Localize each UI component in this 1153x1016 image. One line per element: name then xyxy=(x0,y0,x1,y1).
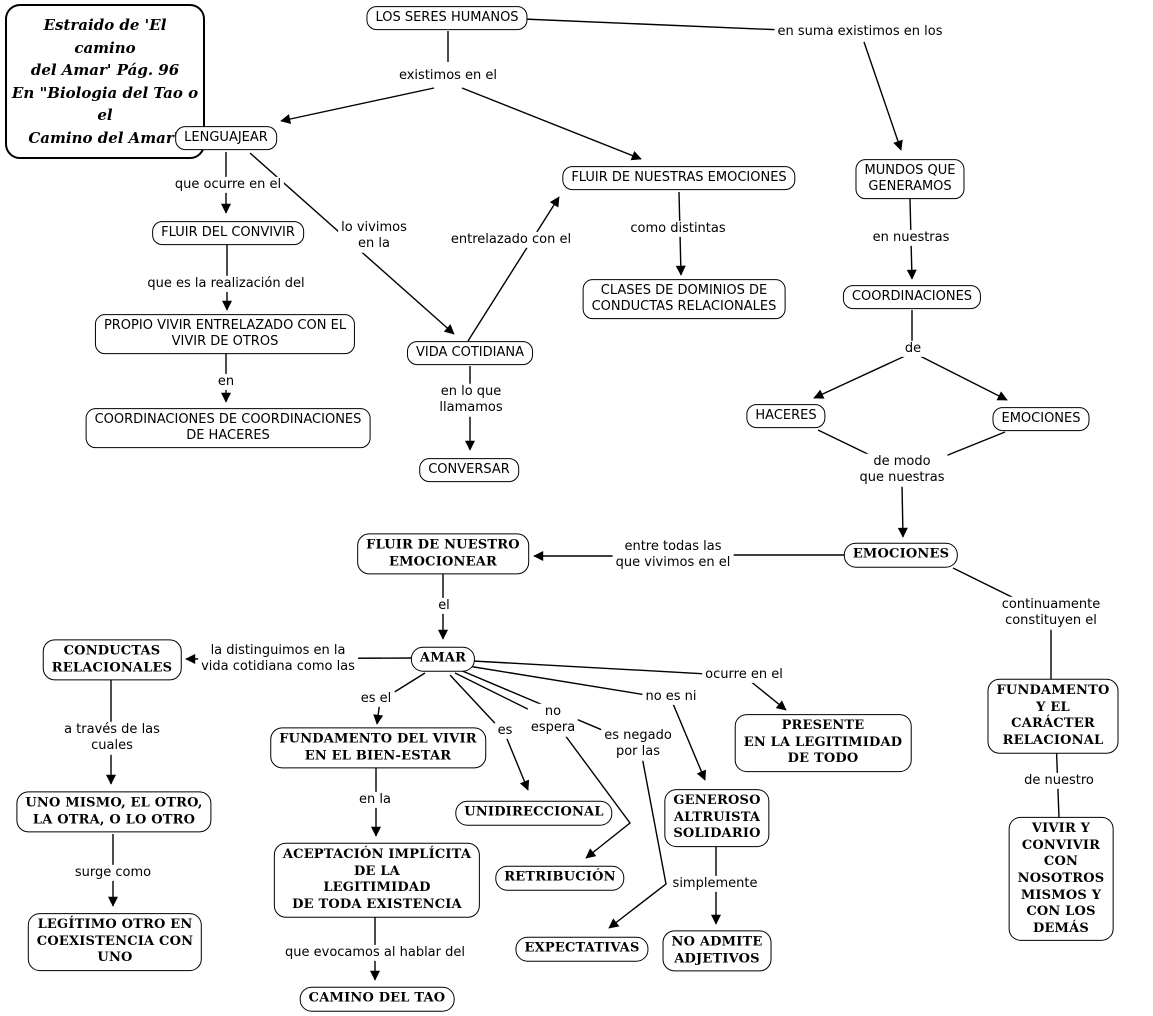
link-label-en-nuestras[interactable]: en nuestras xyxy=(869,229,953,247)
link-label-en-suma[interactable]: en suma existimos en los xyxy=(774,23,946,41)
concept-los-seres-humanos[interactable]: LOS SERES HUMANOS xyxy=(366,6,528,30)
concept-fluir-del-convivir[interactable]: FLUIR DEL CONVIVIR xyxy=(152,221,304,245)
concept-lenguajear[interactable]: LENGUAJEAR xyxy=(175,126,277,150)
connector-existimos-fluiremociones xyxy=(461,87,642,161)
link-label-es-1[interactable]: es xyxy=(494,722,516,740)
concept-coordinaciones[interactable]: COORDINACIONES xyxy=(842,285,982,309)
link-label-es-negado[interactable]: es negado por las xyxy=(601,727,675,761)
concept-coordinaciones-de-coordinaciones[interactable]: COORDINACIONES DE COORDINACIONES DE HACE… xyxy=(85,408,371,448)
concept-fluir-de-nuestro-emocionear[interactable]: FLUIR DE NUESTRO EMOCIONEAR xyxy=(357,533,529,575)
concept-emociones-2[interactable]: EMOCIONES xyxy=(843,542,959,568)
concept-emociones[interactable]: EMOCIONES xyxy=(992,407,1090,431)
link-label-que-es-la[interactable]: que es la realización del xyxy=(144,275,308,293)
link-label-lo-vivimos[interactable]: lo vivimos en la xyxy=(338,219,410,253)
link-label-continuamente[interactable]: continuamente constituyen el xyxy=(998,596,1104,630)
concept-fluir-de-nuestras-emociones[interactable]: FLUIR DE NUESTRAS EMOCIONES xyxy=(562,166,796,190)
link-label-no-espera[interactable]: no espera xyxy=(527,703,579,737)
concept-aceptacion-implicita[interactable]: ACEPTACIÓN IMPLÍCITA DE LA LEGITIMIDAD D… xyxy=(273,842,481,918)
link-label-surge-como[interactable]: surge como xyxy=(71,864,155,882)
concept-no-admite-adjetivos[interactable]: NO ADMITE ADJETIVOS xyxy=(662,930,772,972)
link-label-ocurre-en-el[interactable]: ocurre en el xyxy=(702,666,786,684)
link-label-que-ocurre[interactable]: que ocurre en el xyxy=(171,176,285,194)
link-label-en-la[interactable]: en la xyxy=(356,791,394,809)
link-label-que-evocamos[interactable]: que evocamos al hablar del xyxy=(282,944,468,962)
connector-vidacotidiana-fluiremociones xyxy=(467,196,560,342)
connector-emociones-demodo xyxy=(937,431,1006,460)
concept-vivir-y-convivir[interactable]: VIVIR Y CONVIVIR CON NOSOTROS MISMOS Y C… xyxy=(1008,816,1114,942)
concept-expectativas[interactable]: EXPECTATIVAS xyxy=(515,936,649,962)
concept-fundamento-del-vivir[interactable]: FUNDAMENTO DEL VIVIR EN EL BIEN-ESTAR xyxy=(270,727,486,769)
link-label-es-el[interactable]: es el xyxy=(357,690,395,708)
link-label-entre-todas[interactable]: entre todas las que vivimos en el xyxy=(612,538,734,572)
connector-de-emociones xyxy=(919,355,1008,401)
concept-fundamento-y-caracter[interactable]: FUNDAMENTO Y EL CARÁCTER RELACIONAL xyxy=(987,678,1119,754)
link-label-existimos[interactable]: existimos en el xyxy=(395,67,501,85)
concept-presente-en-la-legitimidad[interactable]: PRESENTE EN LA LEGITIMIDAD DE TODO xyxy=(734,714,912,772)
concept-retribucion[interactable]: RETRIBUCIÓN xyxy=(495,865,625,891)
link-label-la-distinguimos[interactable]: la distinguimos en la vida cotidiana com… xyxy=(198,642,358,676)
concept-camino-del-tao[interactable]: CAMINO DEL TAO xyxy=(299,986,455,1012)
link-label-de-nuestro[interactable]: de nuestro xyxy=(1021,772,1097,790)
link-label-el-1[interactable]: el xyxy=(435,597,453,615)
concept-conversar[interactable]: CONVERSAR xyxy=(419,458,519,482)
link-label-entrelazado[interactable]: entrelazado con el xyxy=(447,231,575,249)
concept-mundos-que-generamos[interactable]: MUNDOS QUE GENERAMOS xyxy=(855,159,965,199)
link-label-no-es-ni[interactable]: no es ni xyxy=(642,688,700,706)
connector-de-haceres xyxy=(813,355,906,399)
source-note[interactable]: Estraido de 'El camino del Amar' Pág. 96… xyxy=(5,4,205,159)
concept-legitimo-otro[interactable]: LEGÍTIMO OTRO EN COEXISTENCIA CON UNO xyxy=(27,913,203,971)
link-label-de-modo[interactable]: de modo que nuestras xyxy=(856,453,948,487)
concept-propio-vivir[interactable]: PROPIO VIVIR ENTRELAZADO CON EL VIVIR DE… xyxy=(94,314,356,354)
concept-clases-de-dominios[interactable]: CLASES DE DOMINIOS DE CONDUCTAS RELACION… xyxy=(582,279,786,319)
link-label-como-distintas[interactable]: como distintas xyxy=(627,220,729,238)
concept-haceres[interactable]: HACERES xyxy=(746,404,826,428)
concept-unidireccional[interactable]: UNIDIRECCIONAL xyxy=(455,800,613,826)
concept-amar[interactable]: AMAR xyxy=(410,646,476,672)
concept-generoso-altruista-solidario[interactable]: GENEROSO ALTRUISTA SOLIDARIO xyxy=(664,789,770,847)
concept-conductas-relacionales[interactable]: CONDUCTAS RELACIONALES xyxy=(42,639,182,681)
concept-uno-mismo[interactable]: UNO MISMO, EL OTRO, LA OTRA, O LO OTRO xyxy=(16,791,212,833)
link-label-en-1[interactable]: en xyxy=(214,373,238,391)
link-label-a-traves[interactable]: a través de las cuales xyxy=(61,721,163,755)
link-label-en-lo-que[interactable]: en lo que llamamos xyxy=(436,383,506,417)
link-label-simplemente[interactable]: simplemente xyxy=(669,875,761,893)
connector-demodo-emociones2 xyxy=(897,483,908,538)
connector-lsh-ensuma xyxy=(522,18,784,31)
concept-vida-cotidiana[interactable]: VIDA COTIDIANA xyxy=(407,341,533,365)
connector-ensuma-mundos xyxy=(863,41,903,151)
link-label-de-1[interactable]: de xyxy=(901,340,925,358)
connector-existimos-lenguajear xyxy=(280,87,435,124)
